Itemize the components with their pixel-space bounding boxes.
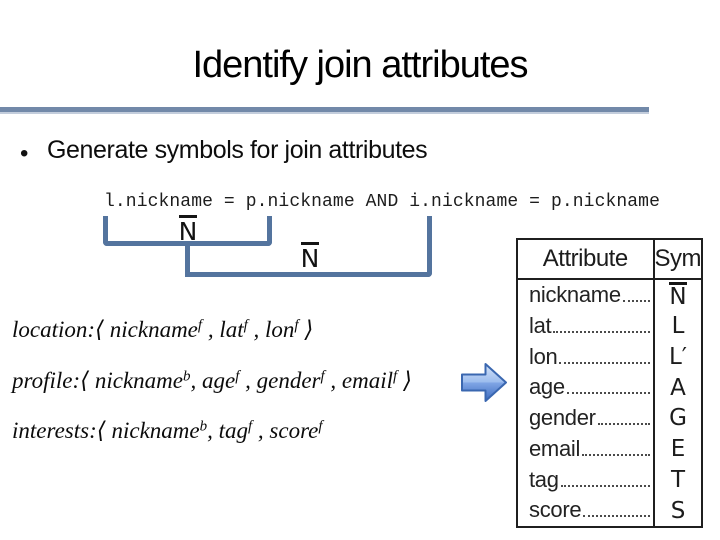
expression-text: , tag [207,418,248,443]
table-row: gender G [518,403,701,434]
expression-text: , score [252,418,319,443]
attribute-name: email [529,435,581,461]
expression-text: profile:⟨ nickname [12,368,183,393]
attribute-cell: age [518,372,653,403]
bracket-1-symbol-label: N [168,215,208,245]
dotted-leader [559,361,650,364]
bracket-2-symbol-label: N [290,242,330,272]
table-row: lon L′ [518,341,701,373]
symbol-cell: T [653,464,701,496]
expression-superscript: f [393,368,398,385]
bracket-1-symbol: N [178,215,198,246]
expression-superscript: f [318,418,323,435]
bullet-point-marker: • [20,140,29,167]
expression-line-profile: profile:⟨ nicknameb, agef , genderf , em… [12,368,412,394]
expression-text: , lon [247,317,295,342]
dotted-leader [553,330,650,333]
symbol-value: A [670,374,686,401]
symbol-cell: G [653,403,701,434]
symbol-cell: N [653,280,701,311]
header-cell-sym: Sym [652,240,701,278]
header-cell-attribute: Attribute [542,245,628,272]
attribute-name: age [529,374,565,400]
dotted-leader [566,392,650,395]
attribute-cell: email [518,434,653,465]
slide-title: Identify join attributes [192,44,528,86]
expression-text: interests:⟨ nickname [12,418,200,443]
symbol-cell: S [653,495,701,526]
dotted-leader [583,515,650,518]
expression-superscript: f [320,368,325,385]
attribute-cell: gender [518,403,653,434]
symbol-cell: E [653,433,701,465]
attribute-name: lat [529,312,552,338]
symbol-value: T [670,466,686,493]
expression-superscript: f [235,368,240,385]
symbol-value: N [669,281,687,310]
attribute-cell: score [518,495,653,526]
symbol-table-header: Attribute Sym [518,240,701,280]
table-row: age A [518,372,701,403]
join-bracket-1 [103,216,272,246]
table-row: tag T [518,464,701,496]
expression-text: , age [190,368,236,393]
attribute-cell: lat [518,311,653,342]
symbol-value: S [670,497,686,524]
expression-line-location: location:⟨ nicknamef , latf , lonf ⟩ [12,317,313,343]
dotted-leader [560,484,650,487]
expression-text: ⟩ [397,368,412,393]
expression-text: , email [324,368,394,393]
expression-superscript: f [294,317,299,334]
table-row: email E [518,433,701,465]
dotted-leader [622,300,650,302]
symbol-value: E [670,436,686,463]
attribute-cell: lon [518,342,653,373]
symbol-cell: A [653,372,701,403]
join-bracket-2 [185,216,432,277]
expression-superscript: f [247,418,253,435]
expression-text: , gender [239,368,321,393]
expression-line-interests: interests:⟨ nicknameb, tagf , scoref [12,418,323,444]
expression-superscript: b [199,418,208,435]
expression-text: , lat [202,317,244,342]
join-bracket-2-stem [185,245,190,277]
symbol-value: L [671,313,685,340]
expression-text: ⟩ [298,317,314,342]
attribute-cell: tag [518,465,653,496]
attribute-name: tag [529,466,559,492]
expression-superscript: b [182,368,191,385]
right-block-arrow-icon [460,359,508,406]
join-predicate-code: l.nickname = p.nickname AND i.nickname =… [104,192,660,212]
symbol-cell: L′ [653,341,701,373]
title-divider-rule [0,107,649,114]
attribute-name: nickname [529,282,621,307]
table-row: lat L [518,310,701,342]
symbol-value: G [669,405,687,432]
bracket-2-symbol: N [300,242,320,273]
expression-superscript: f [243,317,248,334]
symbol-value: L′ [668,343,688,370]
attribute-name: lon [529,343,558,369]
attribute-name: gender [529,405,596,430]
dotted-leader [597,423,650,425]
bullet-point-text: Generate symbols for join attributes [47,136,428,164]
dotted-leader [582,453,650,456]
expression-text: location:⟨ nickname [12,317,198,342]
table-row: score S [518,495,701,526]
table-row: nickname N [518,280,701,311]
attribute-cell: nickname [518,280,653,311]
expression-superscript: f [197,317,203,334]
symbol-cell: L [653,310,701,342]
attribute-name: score [529,497,582,523]
